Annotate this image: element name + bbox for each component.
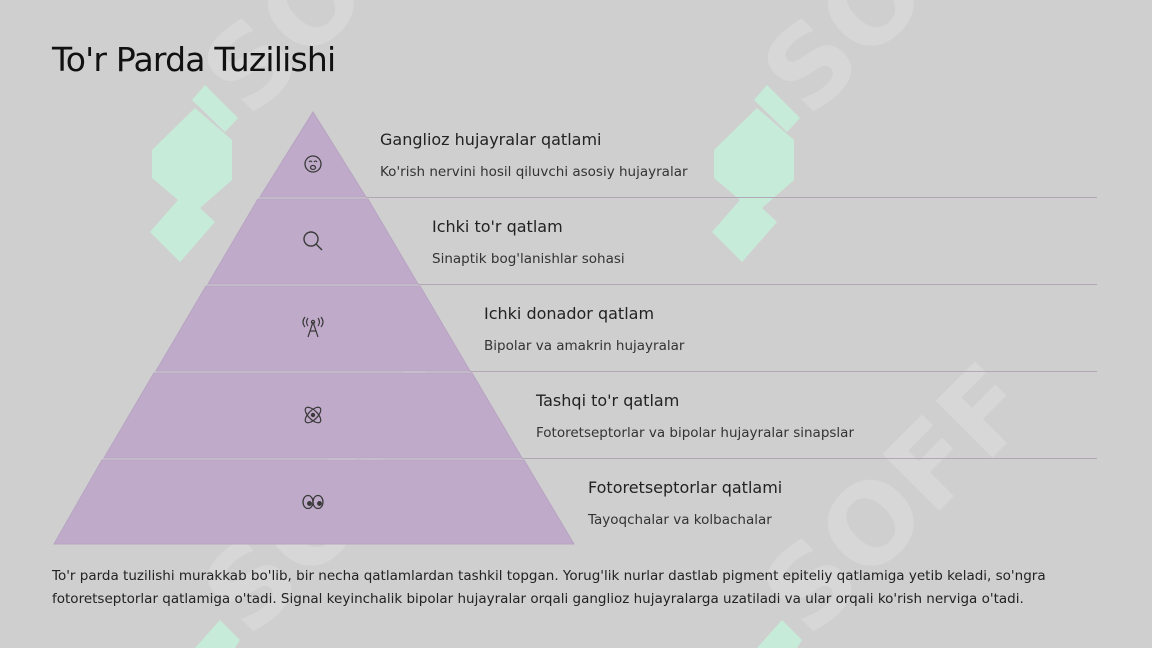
eyes-icon (302, 494, 324, 510)
pyramid-layer-5 (53, 459, 575, 545)
pyramid-layer-2 (207, 198, 419, 285)
layer-description-3: Bipolar va amakrin hujayralar (484, 338, 685, 354)
atom-icon (304, 406, 322, 424)
layer-description-4: Fotoretseptorlar va bipolar hujayralar s… (536, 425, 854, 441)
pyramid-layer-1 (259, 111, 367, 198)
layer-title-3: Ichki donador qatlam (484, 304, 655, 323)
layer-description-1: Ko'rish nervini hosil qiluvchi asosiy hu… (380, 164, 688, 180)
antenna-icon (302, 316, 324, 338)
layer-separator (470, 371, 1097, 372)
layer-title-2: Ichki to'r qatlam (432, 217, 563, 236)
face-icon (304, 155, 322, 173)
layer-description-5: Tayoqchalar va kolbachalar (588, 512, 772, 528)
search-icon (303, 231, 323, 251)
layer-description-2: Sinaptik bog'lanishlar sohasi (432, 251, 625, 267)
layer-separator (522, 458, 1097, 459)
layer-separator (418, 284, 1097, 285)
layer-separator (366, 197, 1097, 198)
summary-paragraph: To'r parda tuzilishi murakkab bo'lib, bi… (52, 568, 1046, 607)
pyramid-layer-3 (155, 285, 471, 372)
layer-title-1: Ganglioz hujayralar qatlami (380, 130, 602, 149)
layer-title-4: Tashqi to'r qatlam (536, 391, 680, 410)
retina-pyramid (53, 111, 575, 545)
page-title: To'r Parda Tuzilishi (52, 40, 336, 79)
layer-title-5: Fotoretseptorlar qatlami (588, 478, 783, 497)
